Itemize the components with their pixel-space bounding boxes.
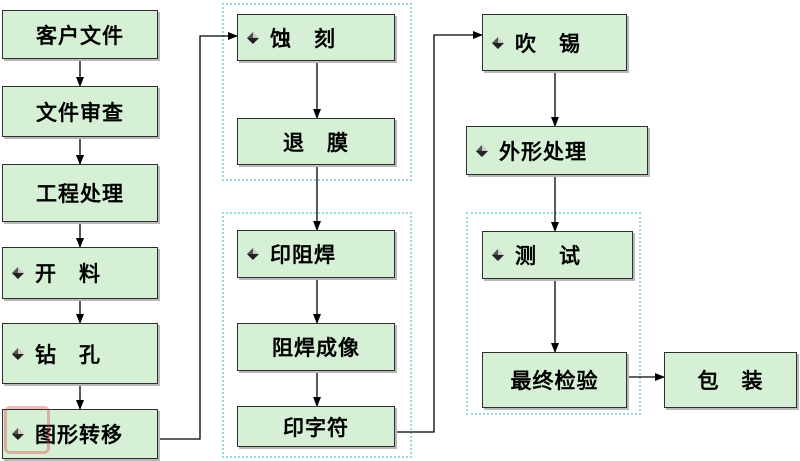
step-final-inspection-label: 最终检验 (510, 369, 599, 393)
step-testing-label: 测 试 (515, 244, 581, 268)
step-drilling: 钻 孔 (2, 323, 158, 384)
step-packaging: 包 装 (664, 352, 797, 408)
step-final-inspection: 最终检验 (482, 352, 627, 408)
step-stripping-label: 退 膜 (283, 130, 349, 155)
step-drilling-label: 钻 孔 (35, 342, 101, 367)
step-customer-files-label: 客户文件 (36, 23, 124, 48)
step-customer-files: 客户文件 (2, 10, 158, 59)
step-solder-mask-imaging: 阻焊成像 (237, 323, 395, 371)
step-legend-print: 印字符 (237, 406, 395, 447)
watermark-logo-icon (4, 406, 50, 454)
step-engineering-label: 工程处理 (36, 182, 124, 206)
step-etching: 蚀 刻 (237, 14, 395, 61)
diamond-bullet-icon (11, 266, 25, 280)
step-etching-label: 蚀 刻 (270, 26, 336, 51)
diamond-bullet-icon (475, 144, 489, 158)
step-pattern-transfer-label: 图形转移 (35, 423, 123, 447)
step-hot-air-leveling-label: 吹 锡 (515, 31, 581, 56)
step-stripping: 退 膜 (237, 118, 395, 165)
step-solder-mask-print-label: 印阻焊 (270, 243, 336, 267)
step-engineering: 工程处理 (2, 164, 158, 222)
diamond-bullet-icon (491, 248, 505, 262)
step-cutting: 开 料 (2, 247, 158, 299)
arrow-legend-to-hasl (396, 31, 483, 433)
arrow-pattern-to-etching (159, 32, 238, 440)
step-solder-mask-print: 印阻焊 (237, 230, 395, 278)
step-profiling: 外形处理 (466, 126, 648, 175)
diamond-bullet-icon (11, 427, 25, 441)
watermark (4, 402, 174, 458)
step-profiling-label: 外形处理 (499, 139, 587, 164)
step-file-review-label: 文件审查 (36, 100, 124, 125)
step-cutting-label: 开 料 (35, 262, 101, 286)
step-legend-print-label: 印字符 (283, 415, 349, 440)
step-packaging-label: 包 装 (697, 369, 764, 393)
diamond-bullet-icon (491, 36, 505, 50)
diamond-bullet-icon (11, 347, 25, 361)
group-test-inspect (466, 212, 641, 415)
step-solder-mask-imaging-label: 阻焊成像 (272, 336, 360, 360)
step-hot-air-leveling: 吹 锡 (482, 14, 627, 71)
diamond-bullet-icon (246, 31, 260, 45)
diamond-bullet-icon (246, 247, 260, 261)
step-pattern-transfer: 图形转移 (2, 409, 158, 459)
step-file-review: 文件审查 (2, 86, 158, 137)
step-testing: 测 试 (482, 231, 633, 279)
